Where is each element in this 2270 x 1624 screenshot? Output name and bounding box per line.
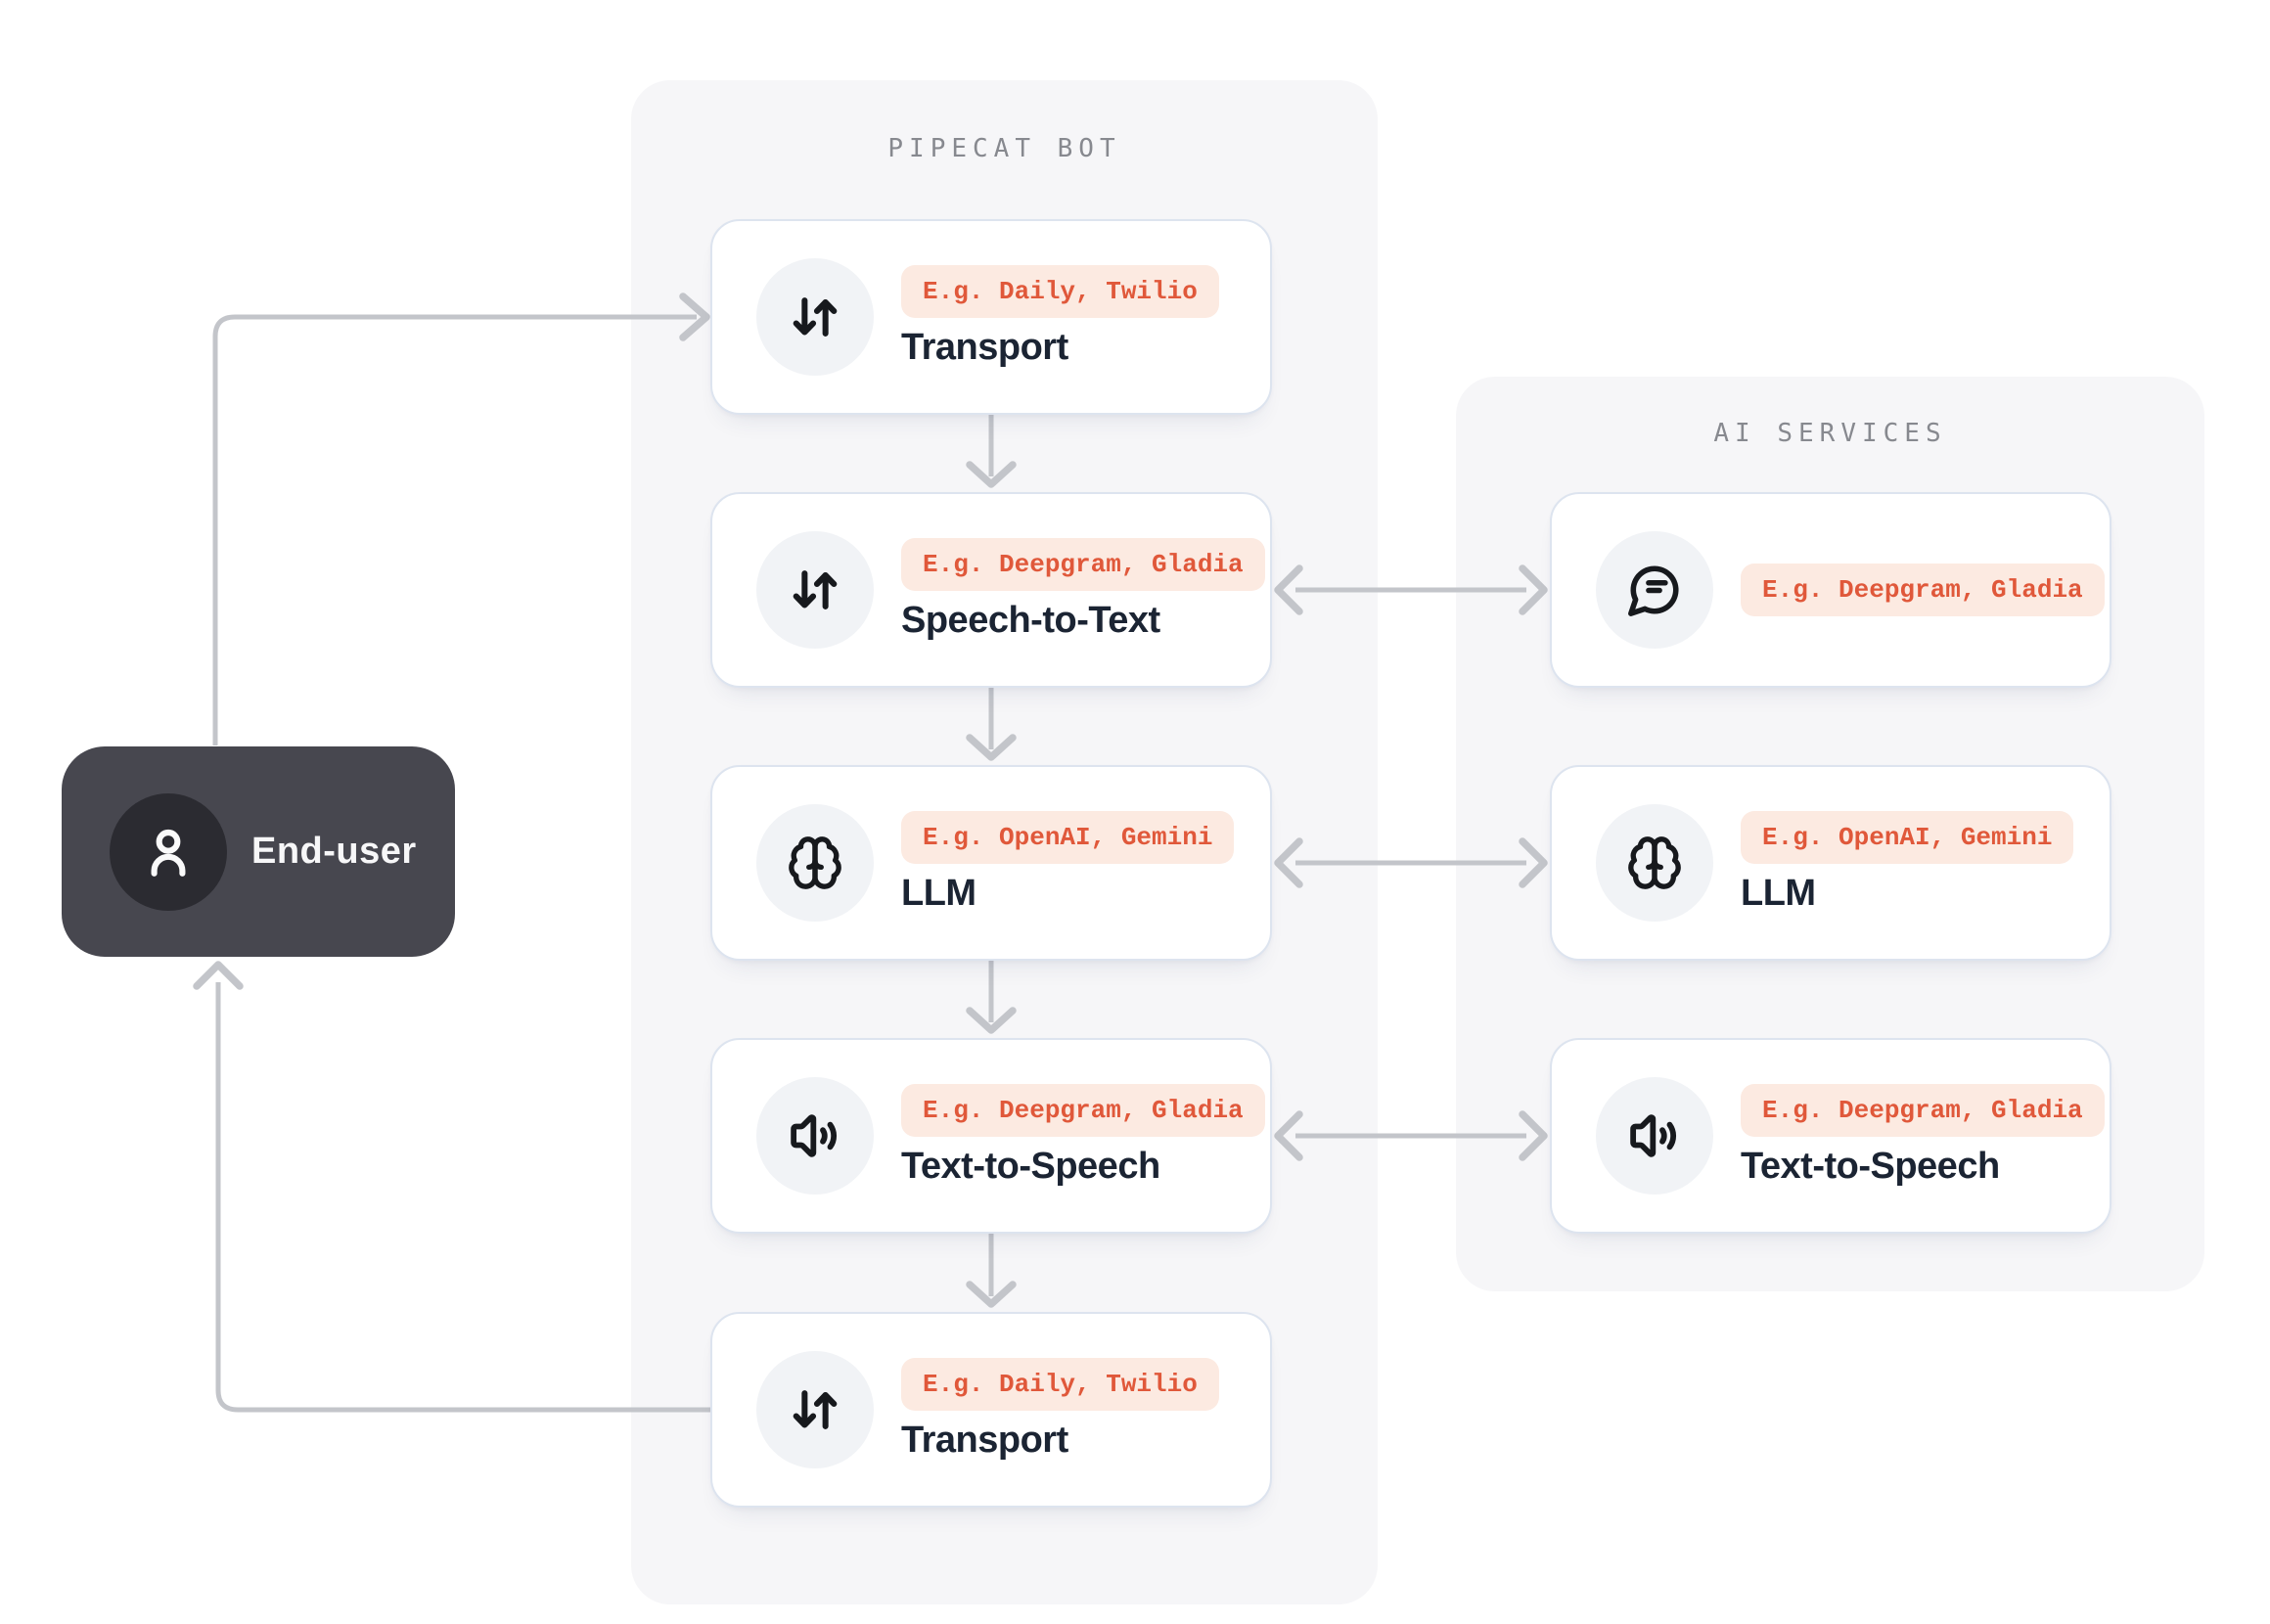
card-title: Transport <box>901 327 1068 368</box>
pipecat-panel-title: PIPECAT BOT <box>887 134 1121 163</box>
card-llm: E.g. OpenAI, Gemini LLM <box>710 765 1272 961</box>
ai-panel-title: AI SERVICES <box>1713 419 1947 448</box>
transport-arrows-icon <box>787 562 843 618</box>
end-user-node: End-user <box>62 746 455 957</box>
card-text-to-speech: E.g. Deepgram, Gladia Text-to-Speech <box>710 1038 1272 1234</box>
transport-arrows-icon <box>787 289 843 345</box>
speaker-icon <box>787 1107 843 1164</box>
card-title: LLM <box>901 873 976 914</box>
card-title: Text-to-Speech <box>901 1146 1160 1187</box>
transport-arrows-icon <box>787 1381 843 1438</box>
card-ai-tts-service: E.g. Deepgram, Gladia Text-to-Speech <box>1550 1038 2111 1234</box>
card-transport-in: E.g. Daily, Twilio Transport <box>710 219 1272 415</box>
card-speech-to-text: E.g. Deepgram, Gladia Speech-to-Text <box>710 492 1272 688</box>
avatar <box>110 792 227 911</box>
card-badge: E.g. Deepgram, Gladia <box>1741 1084 2105 1137</box>
card-badge: E.g. OpenAI, Gemini <box>1741 811 2074 864</box>
enduser-to-transport-line <box>212 314 697 745</box>
card-title: Transport <box>901 1420 1068 1461</box>
card-ai-llm-service: E.g. OpenAI, Gemini LLM <box>1550 765 2111 961</box>
card-title: Speech-to-Text <box>901 600 1160 641</box>
chat-bubble-icon <box>1626 562 1683 618</box>
speaker-icon <box>1626 1107 1683 1164</box>
brain-icon <box>1626 835 1683 891</box>
card-badge: E.g. Deepgram, Gladia <box>901 538 1265 591</box>
card-badge: E.g. Deepgram, Gladia <box>901 1084 1265 1137</box>
card-badge: E.g. Daily, Twilio <box>901 1358 1219 1411</box>
card-badge: E.g. OpenAI, Gemini <box>901 811 1235 864</box>
end-user-label: End-user <box>251 831 417 872</box>
card-transport-out: E.g. Daily, Twilio Transport <box>710 1312 1272 1508</box>
user-icon <box>137 821 200 883</box>
arrowhead-up-icon <box>193 961 244 990</box>
card-badge: E.g. Deepgram, Gladia <box>1741 564 2105 616</box>
brain-icon <box>787 835 843 891</box>
card-title: LLM <box>1741 873 1816 914</box>
card-badge: E.g. Daily, Twilio <box>901 265 1219 318</box>
card-ai-stt-service: E.g. Deepgram, Gladia <box>1550 492 2111 688</box>
card-title: Text-to-Speech <box>1741 1146 2000 1187</box>
